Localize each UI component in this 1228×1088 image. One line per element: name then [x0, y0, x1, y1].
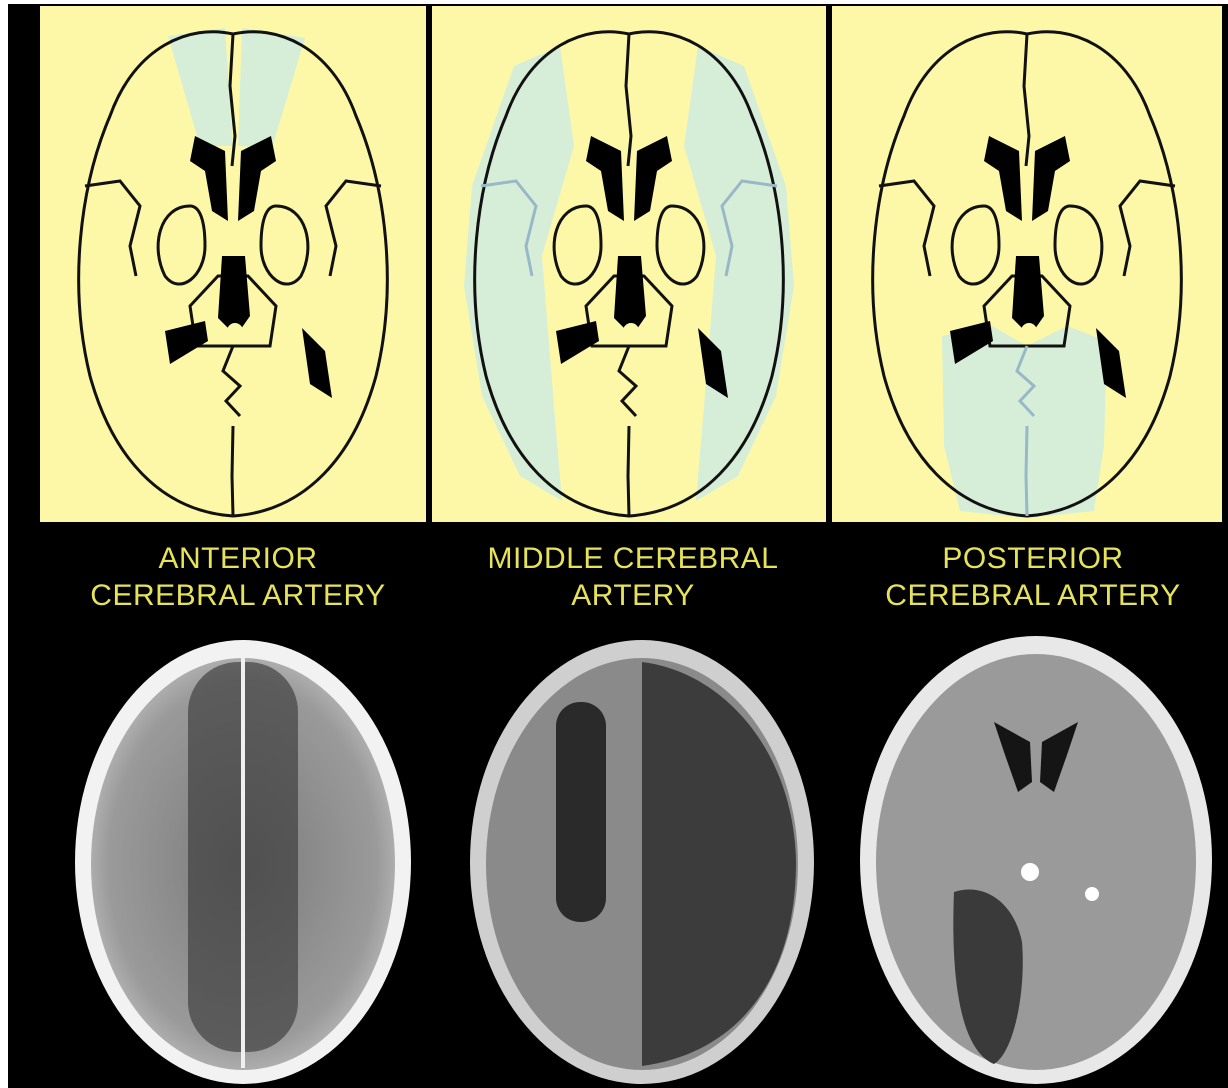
pca-ct-scan: [854, 632, 1218, 1088]
brain-parenchyma: [876, 654, 1196, 1070]
pca-caption-line-2: CEREBRAL ARTERY: [885, 577, 1180, 614]
mca-caption: MIDDLE CEREBRAL ARTERY: [438, 540, 828, 630]
aca-diagram-svg: [40, 6, 426, 522]
calcification: [1085, 887, 1099, 901]
mca-territory-diagram: [432, 6, 826, 522]
falx: [241, 658, 245, 1068]
aca-caption: ANTERIOR CEREBRAL ARTERY: [48, 540, 428, 630]
aca-territory-diagram: [40, 6, 426, 522]
mca-caption-line-1: MIDDLE CEREBRAL: [488, 540, 779, 577]
pca-territory-diagram: [832, 6, 1222, 522]
pca-ct-svg: [854, 632, 1218, 1088]
stroke-territories-figure: ANTERIOR CEREBRAL ARTERY MIDDLE CEREBRAL…: [8, 4, 1228, 1088]
mca-caption-line-2: ARTERY: [571, 577, 695, 614]
aca-ct-svg: [68, 632, 418, 1088]
mca-diagram-svg: [432, 6, 826, 522]
calcification: [1021, 863, 1039, 881]
aca-caption-line-2: CEREBRAL ARTERY: [90, 577, 385, 614]
aca-caption-line-1: ANTERIOR: [158, 540, 317, 577]
mca-ct-svg: [464, 632, 820, 1088]
pca-caption-line-1: POSTERIOR: [942, 540, 1123, 577]
aca-ct-scan: [68, 632, 418, 1088]
pca-diagram-svg: [832, 6, 1222, 522]
mca-ct-scan: [464, 632, 820, 1088]
ventricle: [556, 702, 606, 922]
pca-caption: POSTERIOR CEREBRAL ARTERY: [838, 540, 1228, 630]
